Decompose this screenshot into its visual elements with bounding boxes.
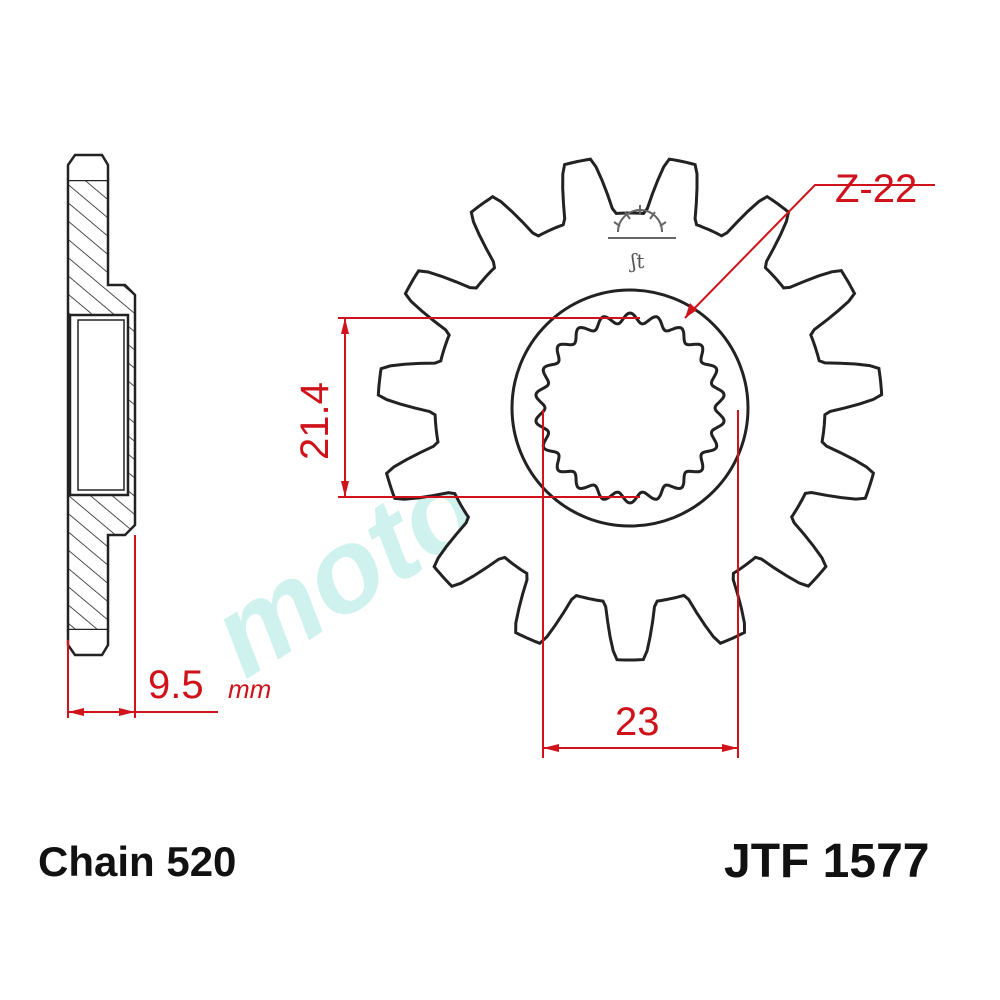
bore-width-value: 23 [615,700,660,744]
chain-size-label: Chain 520 [38,838,237,885]
thickness-value: 9.5 [148,663,204,707]
spline-count-value: Z-22 [835,167,917,211]
part-number: JTF 1577 [724,835,930,888]
dimension-lines [67,184,935,758]
spline-bore [534,311,726,505]
bore-height-value: 21.4 [293,382,337,460]
dimension-arrows [68,303,738,752]
thickness-unit: mm [228,674,271,704]
side-view-profile [66,153,137,657]
svg-text:ʃt: ʃt [629,249,644,273]
jt-logo: ʃt [608,205,676,273]
